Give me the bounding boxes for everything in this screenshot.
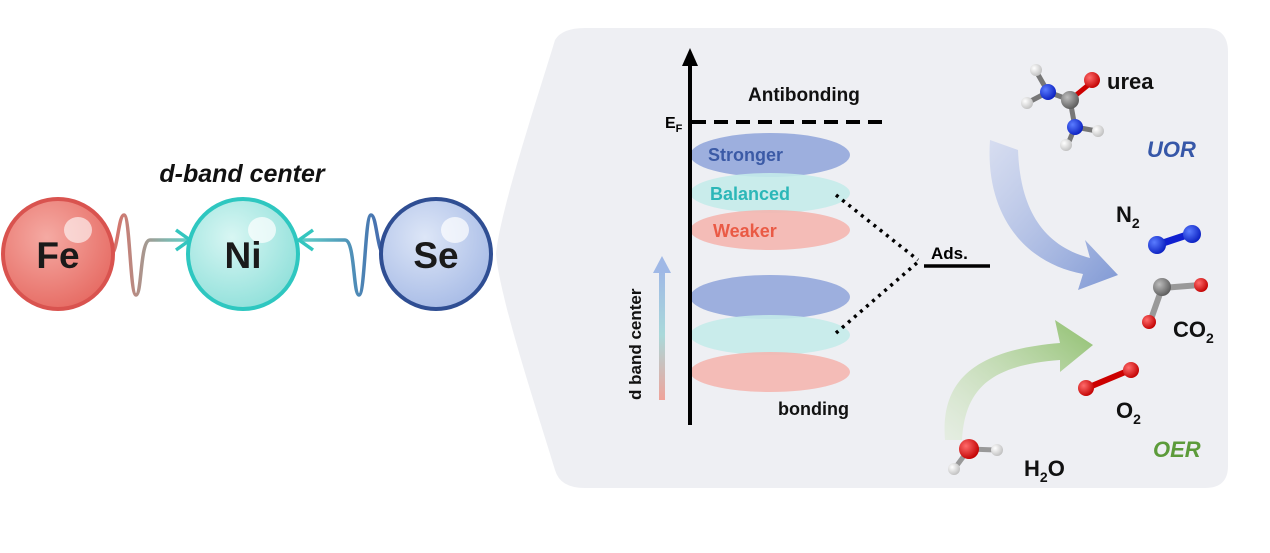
co2-molecule <box>1142 278 1208 329</box>
upper-dotted-link <box>834 193 920 262</box>
ni-label: Ni <box>225 235 262 276</box>
ads-label: Ads. <box>931 244 968 263</box>
lower-dotted-link <box>834 260 920 335</box>
bonding-blue-state <box>690 275 850 319</box>
bonding-red-state <box>690 352 850 392</box>
fe-atom: Fe <box>1 197 115 311</box>
stronger-label: Stronger <box>708 145 783 165</box>
uor-arrow <box>989 140 1118 290</box>
urea-molecule <box>1021 64 1104 151</box>
detail-panel <box>496 28 1228 488</box>
atoms-group: d-band center Fe Ni Se <box>1 160 493 311</box>
se-ni-arrowhead <box>295 228 315 252</box>
urea-label: urea <box>1107 69 1154 94</box>
o2-molecule <box>1078 362 1139 396</box>
fe-label: Fe <box>36 235 79 276</box>
weaker-state <box>690 210 850 250</box>
antibonding-label: Antibonding <box>748 85 860 106</box>
se-label: Se <box>413 235 458 276</box>
uor-label: UOR <box>1147 137 1196 162</box>
bonding-teal-state <box>690 315 850 355</box>
n2-molecule <box>1148 225 1201 254</box>
n2-label: N2 <box>1116 202 1140 231</box>
fe-ni-wave <box>109 213 188 297</box>
d-band-axis-label: d band center <box>626 288 645 400</box>
balanced-state <box>690 173 850 213</box>
co2-label: CO2 <box>1173 317 1214 346</box>
se-atom: Se <box>379 197 493 311</box>
se-ni-wave <box>300 213 386 297</box>
balanced-label: Balanced <box>710 184 790 204</box>
oer-arrow <box>944 320 1093 440</box>
energy-axis-arrowhead <box>682 48 698 66</box>
stronger-state <box>690 133 850 177</box>
oer-label: OER <box>1153 437 1201 462</box>
d-band-shift-arrowhead <box>653 256 671 273</box>
weaker-label: Weaker <box>713 221 777 241</box>
ni-atom: Ni <box>186 197 300 311</box>
fermi-label: EF <box>665 115 683 135</box>
d-band-center-title: d-band center <box>159 160 326 188</box>
o2-label: O2 <box>1116 398 1141 427</box>
h2o-label: H2O <box>1024 456 1065 485</box>
bonding-label: bonding <box>778 399 849 419</box>
d-band-shift-bar <box>659 270 665 400</box>
h2o-molecule <box>948 439 1003 475</box>
energy-diagram: EF Antibonding Stronger Balanced Weaker … <box>626 48 990 425</box>
